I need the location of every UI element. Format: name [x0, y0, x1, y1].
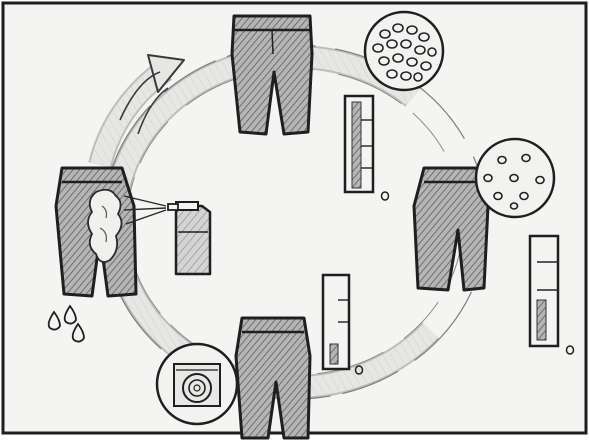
- washing-machine-circle: [157, 344, 237, 424]
- fabric-sparse-dots-circle: [476, 139, 554, 217]
- fabric-dense-dots-circle: [365, 12, 443, 90]
- trousers-left-stained: [56, 168, 136, 296]
